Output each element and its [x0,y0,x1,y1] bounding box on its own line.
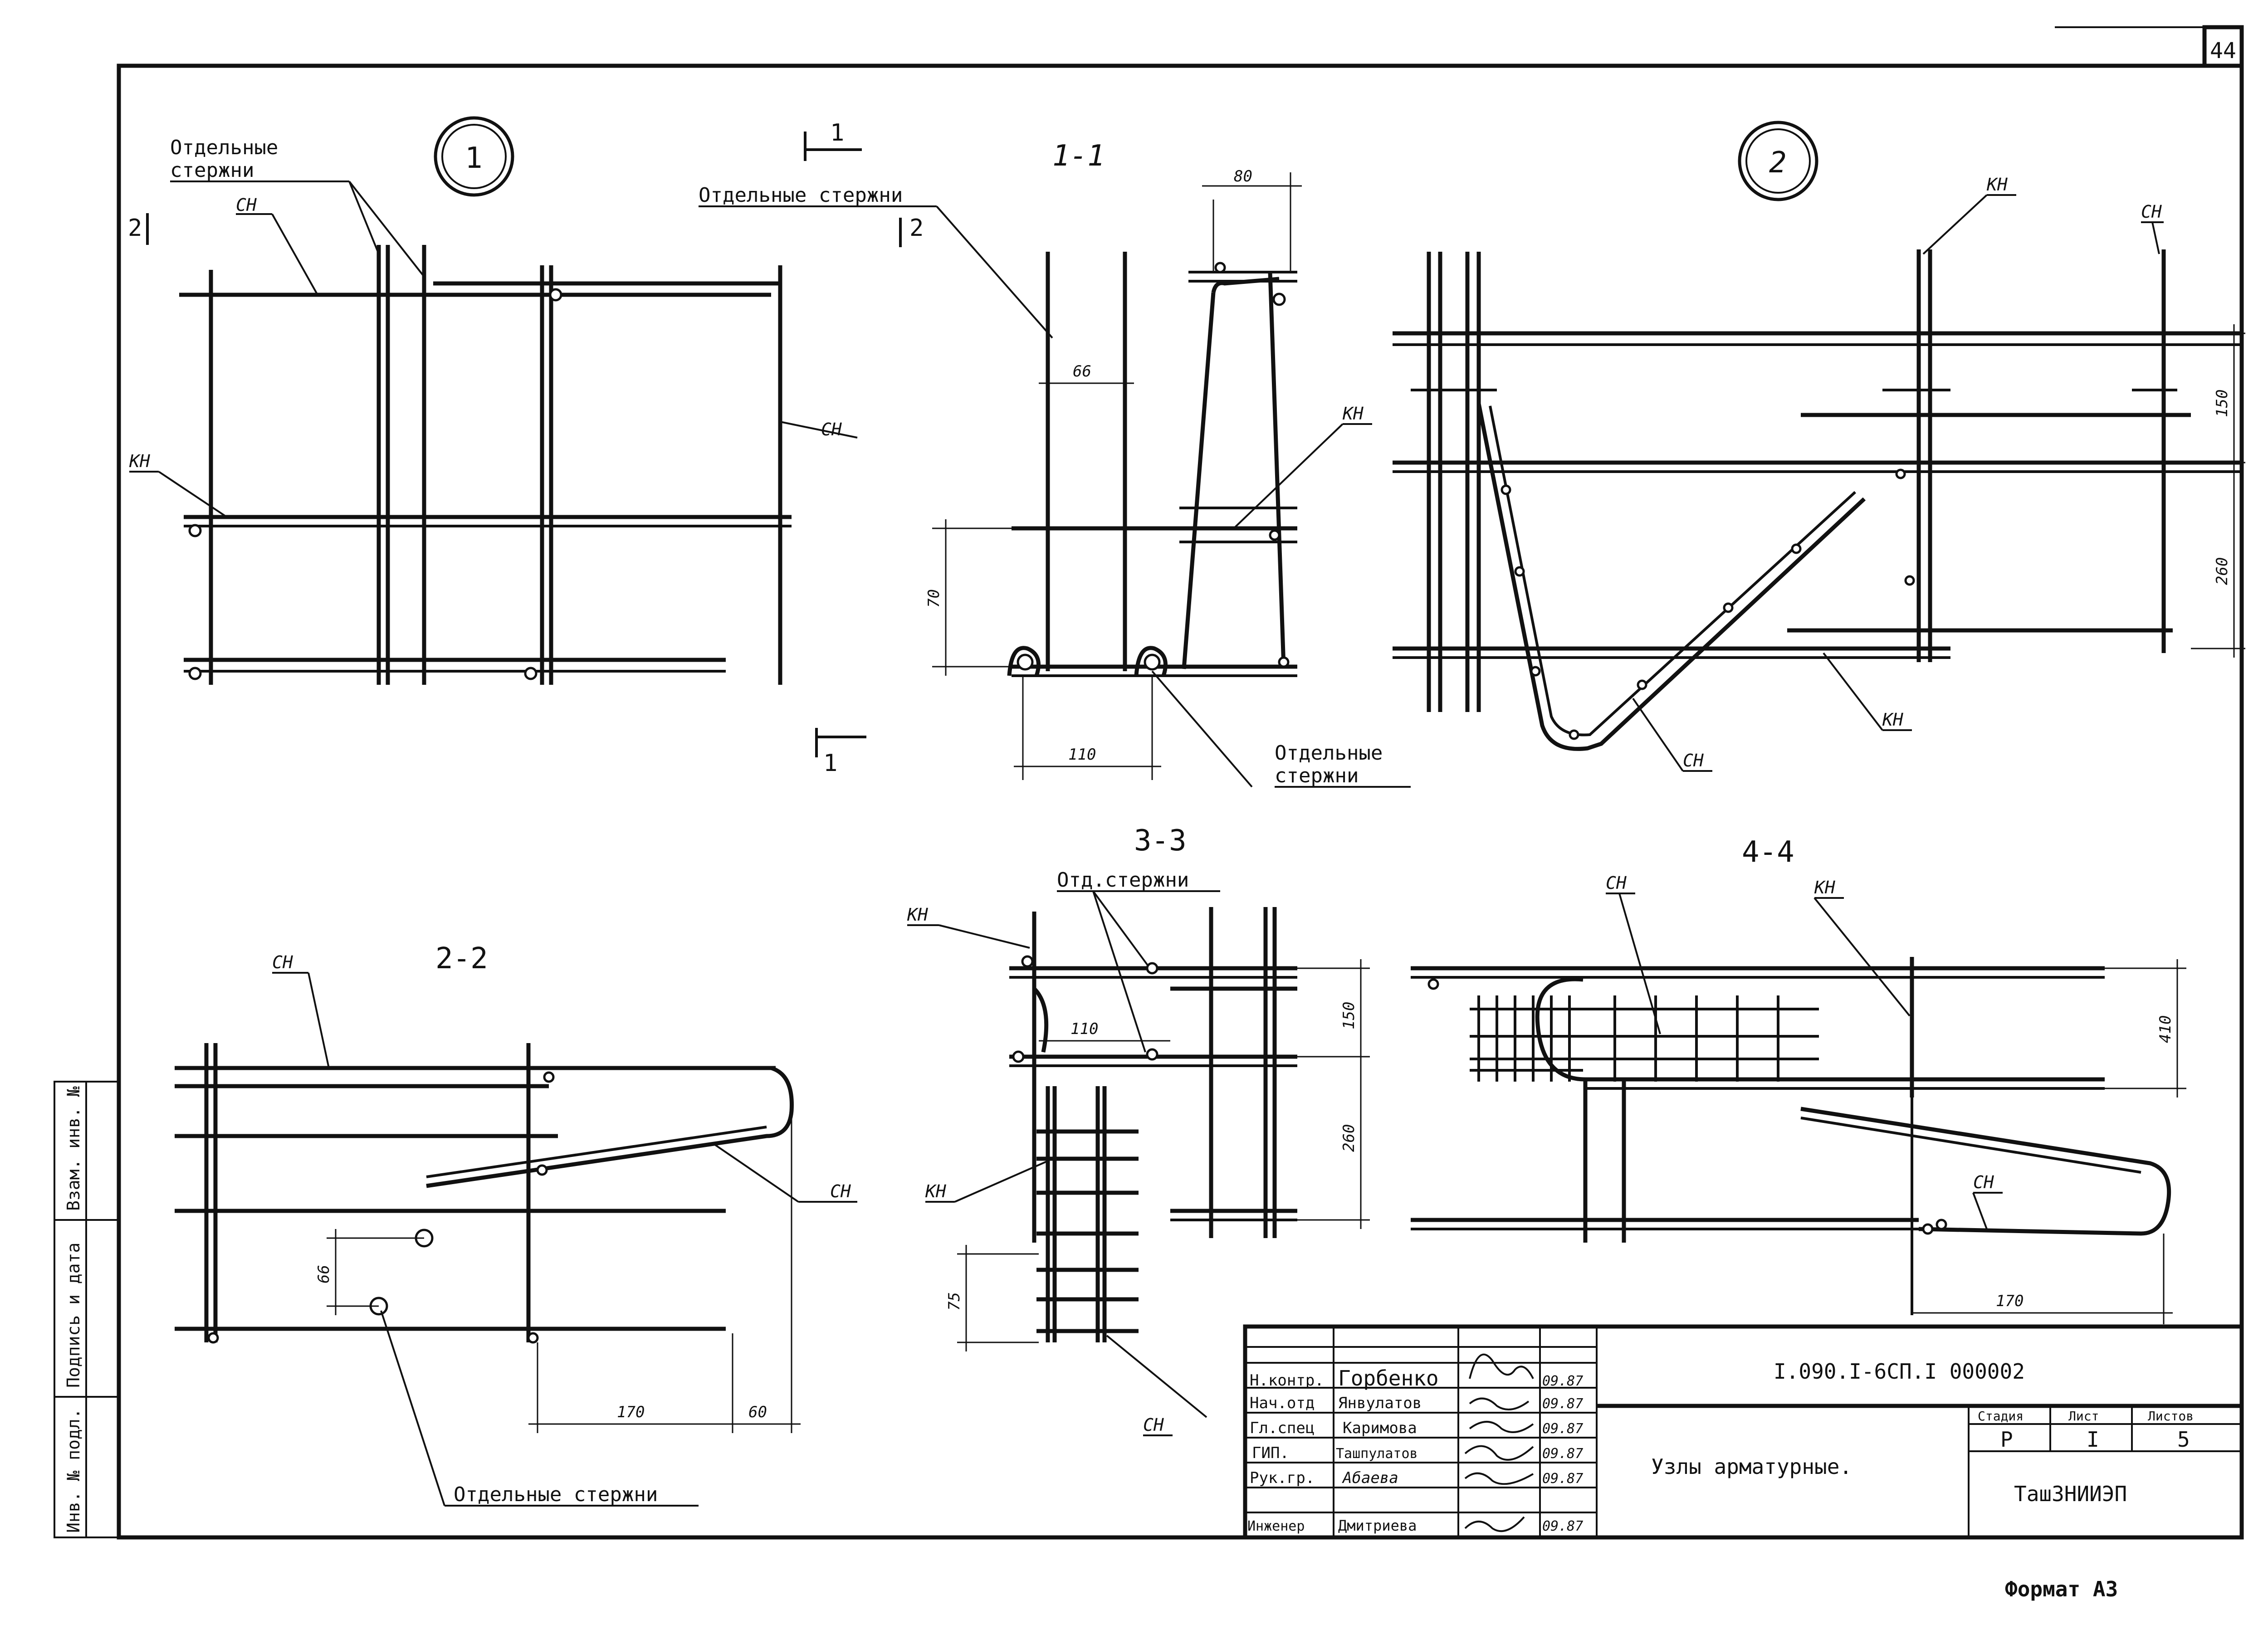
page-number: 44 [2210,38,2236,63]
drawing-title: Узлы арматурные. [1651,1454,1852,1479]
section-4-4-title: 4-4 [1742,835,1794,869]
staff-role-0: Н.контр. [1250,1371,1324,1390]
dim-66-s11: 66 [1073,362,1091,380]
s33-cn: СН [1143,1415,1164,1435]
dim-110-s11: 110 [1068,746,1096,764]
section-2-2: 2-2 66 170 60 СН СН [175,942,857,1507]
staff-role-1: Нач.отд [1250,1394,1315,1412]
signature-marks [1464,1353,1534,1532]
sheets-value: 5 [2177,1427,2190,1452]
dim-80: 80 [1234,167,1252,185]
s11-kn: КН [1342,404,1364,424]
node-1-marker [434,116,514,197]
node-1-view: 1 1 1 2 Отдельные стержни [128,116,866,777]
staff-name-1: Янвулатов [1338,1394,1422,1412]
s11-separate-bars: Отдельные стержни [699,184,903,207]
sheet-value: I [2087,1427,2099,1452]
title-block: Н.контр. Горбенко 09.87 Нач.отд Янвулато… [1243,1324,2244,1540]
dim-110-s33: 110 [1070,1020,1098,1038]
staff-role-3: ГИП. [1252,1444,1289,1462]
n2-kn-top: КН [1986,175,2008,195]
dim-260-n2: 260 [2213,557,2231,585]
staff-name-3: Ташпулатов [1336,1446,1418,1462]
dim-170-s44: 170 [1996,1292,2024,1310]
node1-cn-right: СН [821,419,842,439]
staff-date-5: 09.87 [1542,1518,1583,1534]
node-1-number: 1 [465,141,483,175]
dim-66-s22: 66 [315,1265,333,1283]
dim-150-n2: 150 [2213,390,2231,417]
cut-2-right: 2 [909,215,924,242]
n2-kn-bottom: КН [1882,710,1904,730]
s11-separate-bars-line2: стержни [1275,764,1359,787]
dim-75: 75 [945,1292,963,1311]
staff-role-5: Инженер [1247,1518,1305,1534]
staff-date-0: 09.87 [1542,1373,1583,1389]
s33-kn-top: КН [907,905,929,925]
format-label: Формат А3 [2005,1577,2118,1601]
section-3-3-title: 3-3 [1134,824,1187,858]
stage-header: Стадия [1978,1409,2024,1424]
s33-kn-left: КН [925,1181,947,1201]
stamp-field-replace: Взам. инв. № [64,1086,83,1211]
page-number-box [2202,25,2244,68]
staff-date-1: 09.87 [1542,1396,1583,1412]
s44-cn-top: СН [1606,873,1627,893]
dim-150-s33: 150 [1340,1002,1358,1029]
node1-kn: КН [129,451,151,471]
dim-410: 410 [2156,1015,2175,1043]
staff-name-4: Абаева [1342,1469,1398,1487]
s11-separate-bars-line1: Отдельные [1275,741,1383,765]
section-3-3: 3-3 Отд.стержни [907,824,1370,1436]
dim-170-s22: 170 [617,1403,645,1421]
staff-name-2: Каримова [1343,1419,1417,1437]
node1-cn-top: СН [236,195,257,215]
n2-cn-bottom: СН [1683,751,1704,771]
stamp-field-inv: Инв. № подл. [64,1408,83,1533]
staff-role-4: Рук.гр. [1250,1469,1315,1487]
side-stamp: Инв. № подл. Подпись и дата Взам. инв. № [54,1081,119,1538]
s44-cn-bottom: СН [1973,1172,1994,1192]
staff-name-0: Горбенко [1338,1366,1439,1390]
section-1-1-title: 1-1 [1052,139,1105,173]
node-2-view: 2 15 [1393,121,2245,772]
node1-separate-bars-line2: стержни [170,159,254,182]
stamp-field-sign: Подпись и дата [64,1243,83,1388]
stage-value: Р [2000,1427,2013,1452]
cut-2-left: 2 [128,215,142,242]
s44-kn: КН [1814,878,1836,897]
staff-date-2: 09.87 [1542,1421,1583,1437]
staff-date-3: 09.87 [1542,1446,1583,1462]
dim-70: 70 [925,589,943,608]
section-2-2-title: 2-2 [435,942,488,976]
document-code: I.090.I-6СП.I 000002 [1774,1359,2025,1384]
section-1-1: 1-1 Отдельные стержни 2 80 [699,139,1411,788]
staff-role-2: Гл.спец [1250,1419,1315,1437]
staff-date-4: 09.87 [1542,1471,1583,1487]
node1-separate-bars-line1: Отдельные [170,136,278,159]
node-2-marker [1738,121,1818,201]
dim-260-s33: 260 [1340,1124,1358,1152]
n2-cn-top: СН [2141,202,2162,222]
s22-separate-bars: Отдельные стержни [454,1483,658,1506]
sheets-header: Листов [2148,1409,2194,1424]
drawing-border [117,63,2244,1540]
organization: ТашЗНИИЭП [2014,1482,2127,1506]
dim-60: 60 [748,1403,767,1421]
cut-1-bottom: 1 [823,750,837,777]
staff-name-5: Дмитриева [1338,1517,1417,1534]
s33-separate-bars-short: Отд.стержни [1057,868,1189,892]
sheet-header: Лист [2068,1409,2099,1424]
cut-1-top: 1 [830,119,844,146]
section-4-4: 4-4 410 170 СН КН [1411,835,2186,1324]
s22-cn-right: СН [830,1181,851,1201]
s22-cn-top: СН [272,952,293,972]
node-2-number: 2 [1769,146,1787,180]
